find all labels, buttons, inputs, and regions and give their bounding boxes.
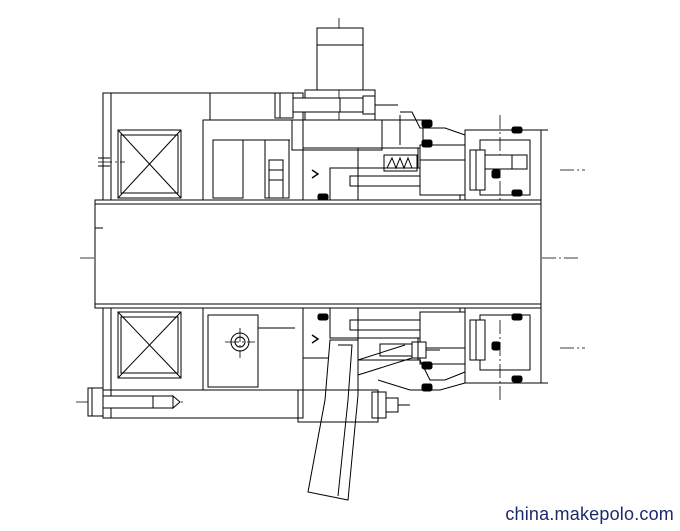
lower-small-bolt: [379, 341, 440, 359]
left-tick-marks: [95, 157, 110, 229]
outlet-pipe: [297, 339, 466, 501]
top-inlet-flange: [291, 27, 383, 151]
lower-bearing: [117, 311, 182, 379]
shaft: [94, 199, 542, 309]
lower-seal-assembly: [302, 307, 548, 384]
lower-left-bolt: [87, 387, 181, 417]
upper-o-rings: [317, 119, 523, 201]
upper-bearing: [117, 129, 182, 199]
top-bolt: [274, 92, 398, 119]
lower-o-rings: [317, 313, 523, 392]
lower-housing: [102, 307, 304, 419]
upper-seal-assembly: [302, 111, 548, 201]
watermark: china.makepolo.com: [505, 504, 674, 524]
